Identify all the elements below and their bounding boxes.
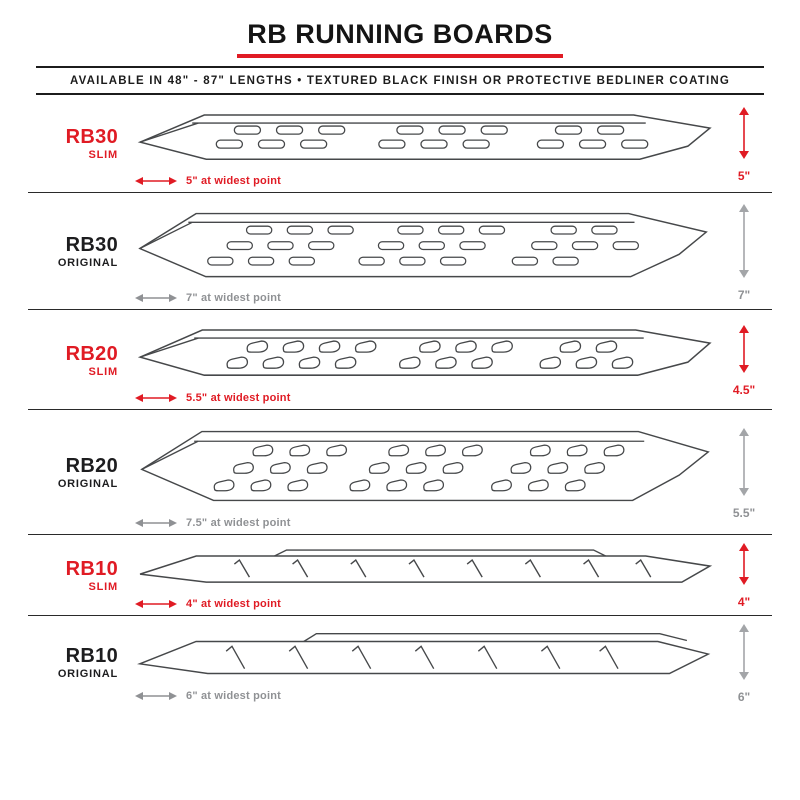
width-measure: 7" at widest point	[134, 292, 716, 304]
board-drawing-area: 7.5" at widest point	[124, 417, 716, 529]
height-measure: 5"	[716, 106, 772, 183]
height-label: 7"	[737, 287, 751, 302]
width-arrow-icon	[135, 394, 177, 403]
board-row-rb20-slim: RB20 SLIM	[28, 310, 772, 411]
model-label: RB10 SLIM	[28, 557, 124, 594]
variant-name: ORIGINAL	[57, 667, 118, 680]
height-label: 5.5"	[732, 505, 756, 520]
width-measure: 5.5" at widest point	[134, 392, 716, 404]
height-arrow-icon	[739, 427, 749, 496]
model-label: RB30 SLIM	[28, 127, 124, 162]
height-label: 4.5"	[732, 383, 756, 398]
height-arrow-icon	[739, 203, 749, 278]
page-title: RB RUNNING BOARDS	[237, 19, 563, 58]
model-name: RB30	[65, 233, 118, 256]
width-measure: 7.5" at widest point	[134, 517, 716, 529]
height-measure: 4.5"	[716, 324, 772, 397]
rb20-original-board-drawing	[140, 431, 710, 502]
height-arrow-icon	[739, 623, 749, 680]
width-label: 5.5" at widest point	[186, 392, 291, 405]
rb20-slim-board-drawing	[137, 329, 712, 377]
model-label: RB30 ORIGINAL	[28, 233, 124, 270]
height-arrow-icon	[739, 325, 749, 374]
width-arrow-icon	[135, 294, 177, 303]
width-label: 5" at widest point	[186, 174, 281, 187]
board-drawing-area: 7" at widest point	[124, 200, 716, 304]
board-row-rb20-original: RB20 ORIGINAL	[28, 410, 772, 536]
page-header: RB RUNNING BOARDS AVAILABLE IN 48" - 87"…	[0, 19, 800, 95]
width-arrow-icon	[135, 691, 177, 700]
width-measure: 4" at widest point	[134, 598, 716, 610]
model-label: RB10 ORIGINAL	[28, 644, 124, 681]
model-name: RB10	[65, 557, 118, 580]
variant-name: ORIGINAL	[57, 256, 118, 269]
width-label: 6" at widest point	[186, 689, 281, 702]
board-rows: RB30 SLIM	[28, 95, 772, 709]
height-measure: 5.5"	[716, 427, 772, 520]
model-name: RB20	[65, 455, 118, 478]
rb10-slim-board-drawing	[139, 549, 713, 584]
board-drawing-area: 6" at widest point	[124, 625, 716, 702]
variant-name: SLIM	[88, 365, 118, 378]
board-row-rb30-slim: RB30 SLIM	[28, 95, 772, 193]
height-measure: 4"	[716, 542, 772, 609]
rb10-original-board-drawing	[137, 632, 711, 674]
width-label: 7" at widest point	[186, 292, 281, 305]
height-label: 5"	[737, 168, 751, 183]
width-arrow-icon	[135, 519, 177, 528]
variant-name: SLIM	[88, 580, 118, 593]
variant-name: ORIGINAL	[57, 478, 118, 491]
height-measure: 7"	[716, 203, 772, 302]
width-arrow-icon	[135, 176, 177, 185]
board-row-rb30-original: RB30 ORIGINAL	[28, 193, 772, 311]
model-name: RB20	[65, 342, 118, 365]
height-arrow-icon	[739, 543, 749, 586]
variant-name: SLIM	[88, 149, 118, 162]
height-label: 4"	[737, 595, 751, 610]
height-measure: 6"	[716, 623, 772, 704]
model-label: RB20 SLIM	[28, 342, 124, 379]
subtitle-bar: AVAILABLE IN 48" - 87" LENGTHS • TEXTURE…	[36, 65, 764, 95]
width-measure: 5" at widest point	[134, 175, 716, 187]
board-row-rb10-slim: RB10 SLIM	[28, 535, 772, 616]
height-label: 6"	[737, 689, 751, 704]
width-label: 4" at widest point	[186, 597, 281, 610]
width-label: 7.5" at widest point	[186, 517, 291, 530]
board-row-rb10-original: RB10 ORIGINAL	[28, 616, 772, 709]
rb30-slim-board-drawing	[137, 113, 712, 160]
width-measure: 6" at widest point	[134, 690, 716, 702]
model-name: RB10	[65, 644, 118, 667]
board-drawing-area: 5.5" at widest point	[124, 317, 716, 404]
board-drawing-area: 5" at widest point	[124, 102, 716, 187]
height-arrow-icon	[739, 106, 749, 159]
width-arrow-icon	[135, 599, 177, 608]
board-drawing-area: 4" at widest point	[124, 542, 716, 610]
rb30-original-board-drawing	[138, 212, 708, 278]
model-label: RB20 ORIGINAL	[28, 456, 124, 491]
model-name: RB30	[65, 126, 118, 149]
